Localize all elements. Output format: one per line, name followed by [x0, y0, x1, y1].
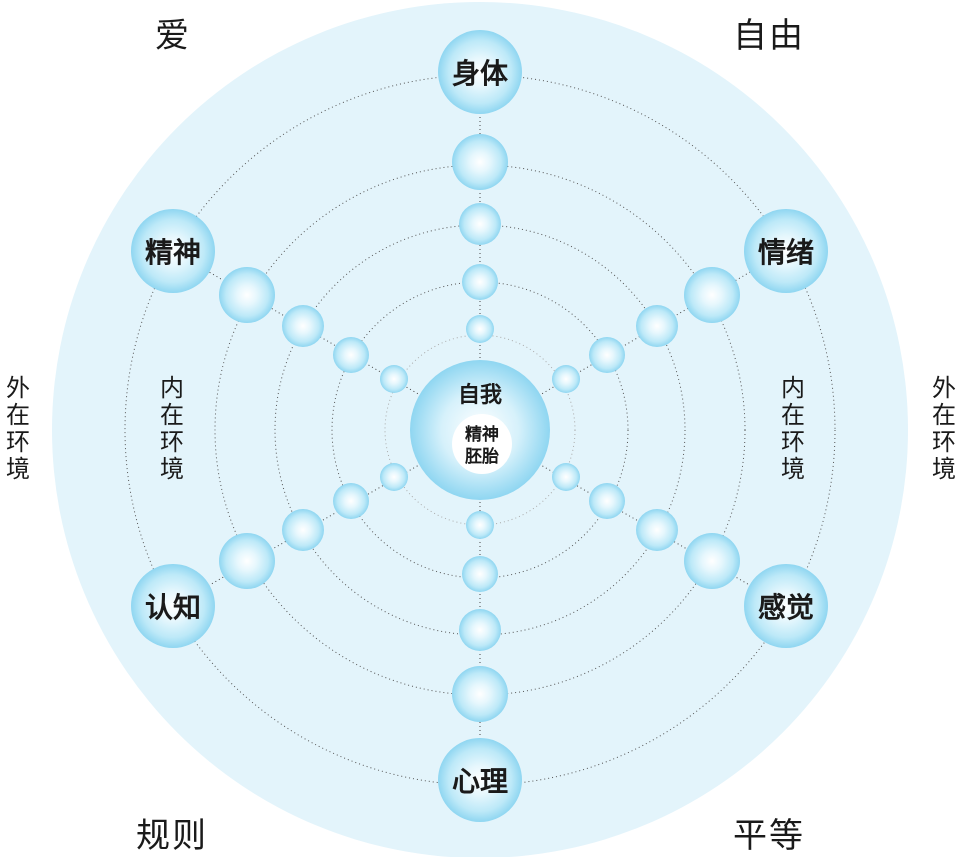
bubble — [552, 365, 580, 393]
bubble — [282, 509, 324, 551]
center-sub-line2: 胚胎 — [465, 446, 499, 467]
node-label-top: 身体 — [452, 57, 509, 90]
spoke-lower-right — [479, 429, 787, 607]
node-bubble — [131, 209, 215, 293]
bubble — [452, 134, 508, 190]
node-bubble — [438, 30, 522, 114]
outer-environment-label-left: 外 在 环 境 — [6, 374, 30, 483]
center-sub-line1: 精神 — [465, 424, 499, 445]
small-bubbles — [219, 134, 740, 722]
node-label-upper-left: 精神 — [145, 236, 201, 269]
node-bottom: 心理 — [438, 738, 522, 822]
node-label-upper-right: 情绪 — [758, 236, 814, 269]
node-label-lower-right: 感觉 — [758, 591, 814, 624]
node-label-bottom: 心理 — [452, 765, 508, 798]
bubble — [462, 556, 498, 592]
node-bubble — [131, 564, 215, 648]
inner-environment-label-left: 内 在 环 境 — [160, 374, 184, 483]
bubble — [282, 305, 324, 347]
bubble — [636, 509, 678, 551]
bubble — [452, 666, 508, 722]
bubble — [219, 533, 275, 589]
node-lower-left: 认知 — [131, 564, 215, 648]
orbit-ring — [274, 224, 686, 636]
node-bubble — [438, 738, 522, 822]
inner-environment-label-right: 内 在 环 境 — [781, 374, 805, 483]
bubble — [462, 264, 498, 300]
bubble — [219, 267, 275, 323]
bubble — [333, 483, 369, 519]
bubble — [684, 533, 740, 589]
bubble — [589, 483, 625, 519]
node-bubble — [744, 564, 828, 648]
corner-label-equality: 平等 — [733, 816, 805, 856]
node-upper-left: 精神 — [131, 209, 215, 293]
bubble — [333, 337, 369, 373]
node-upper-right: 情绪 — [744, 209, 828, 293]
node-bubble — [744, 209, 828, 293]
bubble — [380, 365, 408, 393]
bubble — [684, 267, 740, 323]
corner-label-rules: 规则 — [136, 816, 208, 856]
node-label-lower-left: 认知 — [145, 591, 201, 624]
node-lower-right: 感觉 — [744, 564, 828, 648]
bubble — [589, 337, 625, 373]
bubble — [636, 305, 678, 347]
center-node: 自我 精神 胚胎 — [410, 360, 550, 500]
bubble — [466, 315, 494, 343]
bubble — [552, 463, 580, 491]
bubble — [459, 203, 501, 245]
center-title: 自我 — [458, 382, 502, 408]
corner-label-freedom: 自由 — [733, 16, 805, 56]
outer-environment-label-right: 外 在 环 境 — [932, 374, 956, 483]
bubble — [380, 463, 408, 491]
node-top: 身体 — [438, 30, 522, 114]
bubble — [466, 511, 494, 539]
spoke-lower-left — [172, 429, 481, 607]
center-core — [452, 414, 512, 474]
corner-label-love: 爱 — [155, 16, 191, 56]
bubble — [459, 609, 501, 651]
